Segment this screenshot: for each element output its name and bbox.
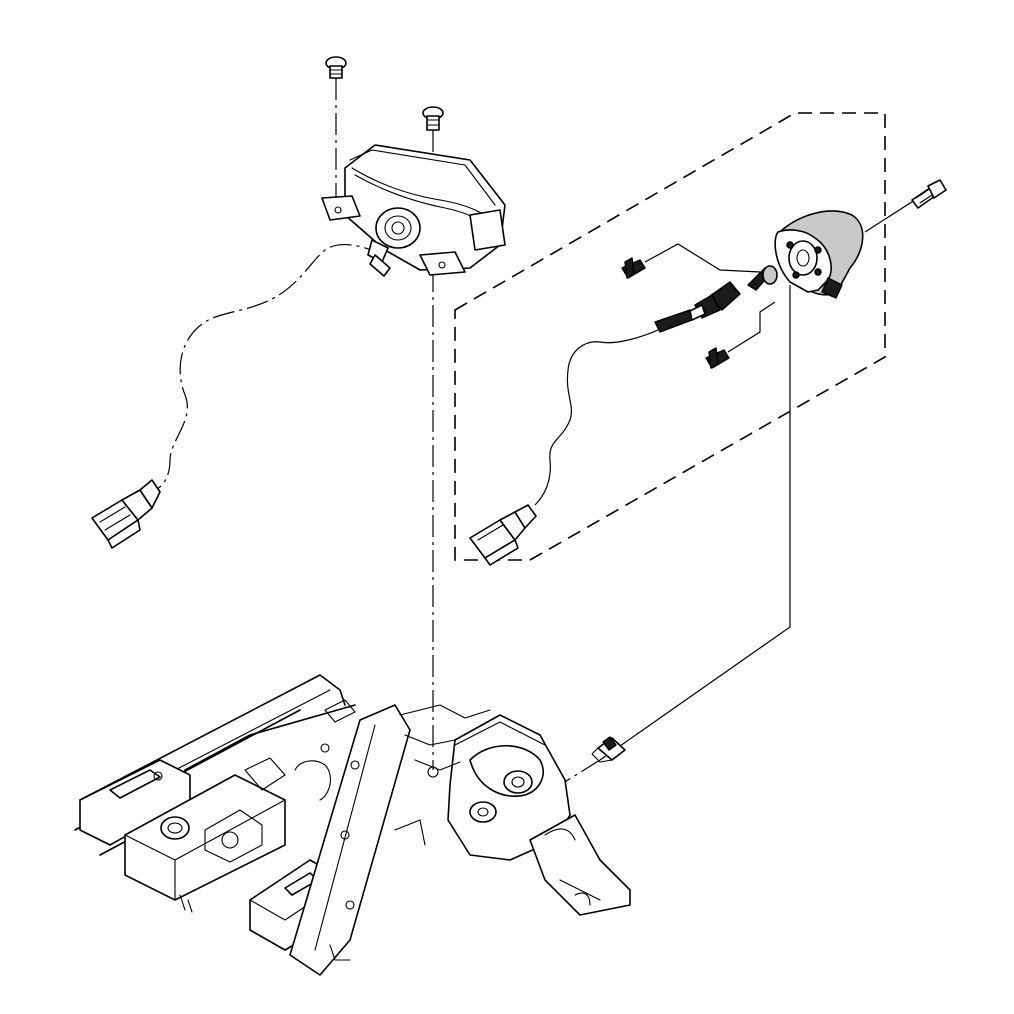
clip-icon xyxy=(705,347,730,369)
detail-callout-box xyxy=(454,112,886,561)
screw-icon xyxy=(325,56,347,79)
socket-icon xyxy=(534,281,741,506)
screw-icon xyxy=(422,106,444,131)
connector-icon xyxy=(91,479,161,549)
bolt-icon xyxy=(911,179,947,209)
connector-icon xyxy=(469,504,537,566)
leader-lines xyxy=(149,78,919,786)
bulb-icon xyxy=(747,265,778,291)
socket-cover-icon xyxy=(774,210,864,299)
frame-icon xyxy=(74,674,631,976)
grommet-icon xyxy=(591,736,626,763)
clip-icon xyxy=(621,257,646,279)
lamp-assembly-icon xyxy=(321,144,506,277)
